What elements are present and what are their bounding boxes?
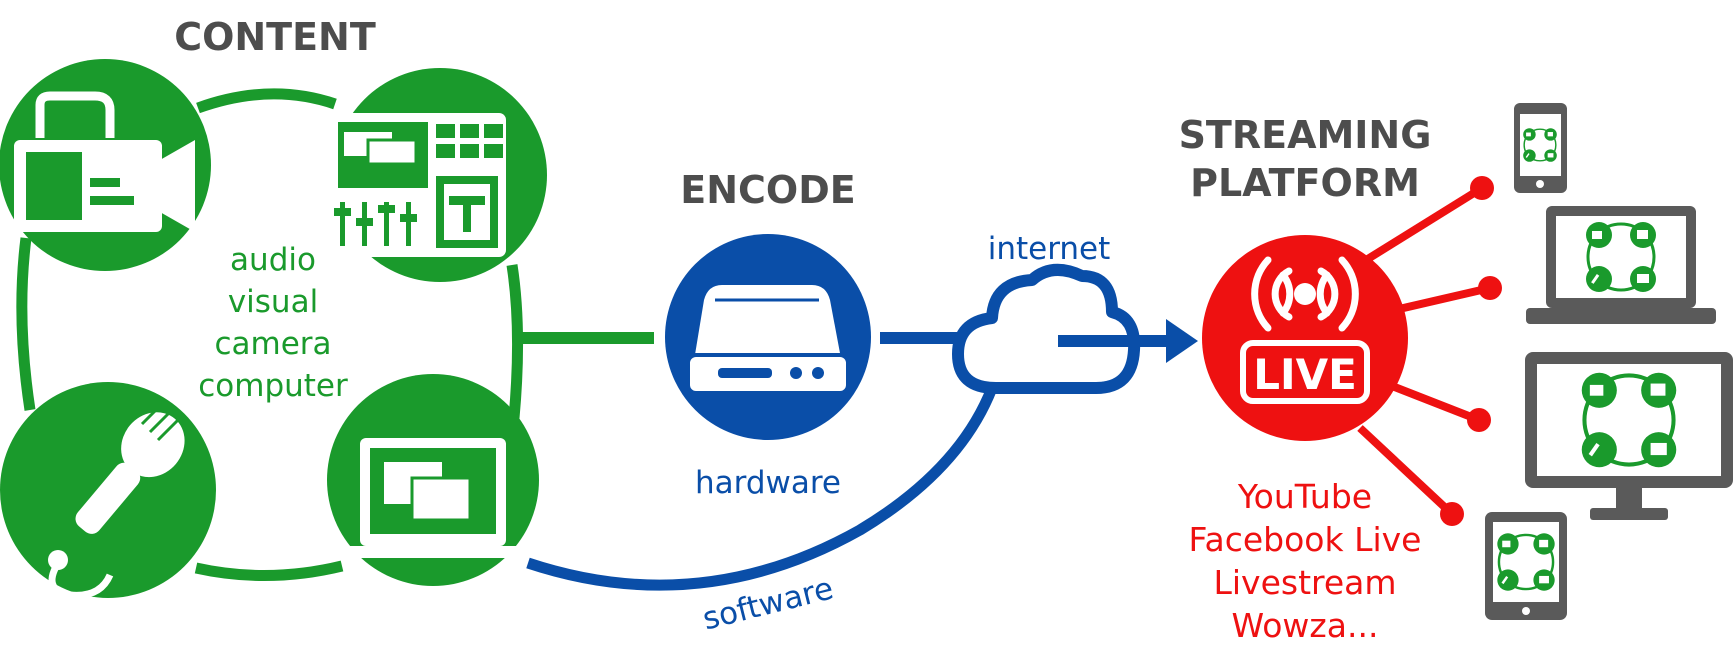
live-broadcast-icon: LIVE — [1202, 235, 1408, 441]
laptop-icon — [327, 374, 539, 586]
hardware-label: hardware — [695, 465, 841, 501]
distribution-spokes — [1347, 176, 1502, 526]
streaming-heading-line1: STREAMING — [1179, 113, 1432, 157]
video-camera-icon — [0, 59, 211, 271]
live-badge-text: LIVE — [1253, 350, 1357, 399]
internet-label: internet — [988, 231, 1111, 267]
cloud-to-live-arrow — [1058, 319, 1198, 363]
mixer-panel-icon — [328, 68, 547, 282]
content-label-visual: visual — [228, 284, 318, 320]
platform-facebook-live: Facebook Live — [1189, 520, 1422, 559]
laptop-device-icon — [1526, 206, 1716, 324]
microphone-icon — [0, 382, 216, 599]
content-label-camera: camera — [214, 326, 331, 362]
encode-heading: ENCODE — [680, 168, 855, 212]
platform-livestream: Livestream — [1213, 563, 1396, 602]
monitor-icon — [1525, 352, 1733, 520]
platform-youtube: YouTube — [1237, 477, 1372, 516]
content-cluster-ring — [16, 88, 524, 582]
content-label-audio: audio — [230, 242, 316, 278]
phone-icon — [1514, 103, 1567, 193]
encoder-device-icon — [665, 234, 871, 440]
software-link — [526, 385, 998, 591]
platform-wowza: Wowza... — [1232, 606, 1379, 645]
encoder-to-cloud-link — [880, 332, 960, 344]
content-to-encoder-link — [518, 332, 654, 344]
content-heading: CONTENT — [174, 15, 376, 59]
cloud-icon — [952, 264, 1141, 394]
streaming-heading-line2: PLATFORM — [1190, 161, 1420, 205]
tablet-icon — [1485, 512, 1567, 620]
content-label-computer: computer — [198, 368, 348, 404]
